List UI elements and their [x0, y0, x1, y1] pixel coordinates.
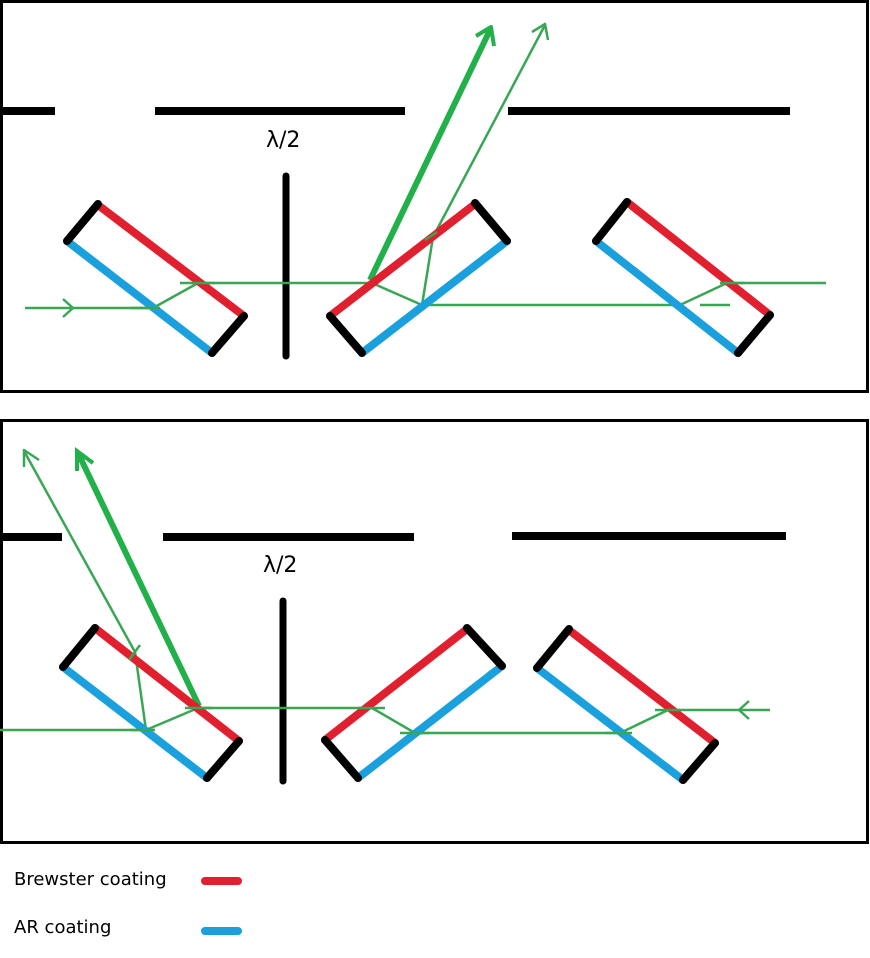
brewster-plate-3: [592, 198, 774, 357]
arrow-left-icon: [737, 700, 750, 720]
arrow-up-icon: [75, 447, 95, 471]
arrow-up-icon: [531, 22, 550, 41]
beam-segment: [0, 706, 770, 735]
arrow-up-icon: [474, 25, 496, 47]
legend-label-brewster: Brewster coating: [14, 869, 167, 890]
beam-segment: [25, 281, 372, 310]
arrow-up-icon: [22, 448, 40, 467]
beam-overlay-top: [130, 230, 745, 310]
reflected-beam-strong-top: [367, 25, 496, 282]
brewster-plate-2: [326, 199, 511, 357]
waveplate-label-top: λ/2: [266, 128, 300, 153]
brewster-plate-a: [59, 624, 243, 782]
panel-bottom: [0, 419, 869, 844]
waveplate-label-text: λ/2: [263, 553, 298, 578]
beam-overlay-bottom: [127, 644, 680, 735]
panel-bottom-frame: [0, 419, 869, 844]
legend-label-ar: AR coating: [14, 917, 112, 938]
arrow-right-icon: [62, 298, 75, 318]
panel-top-frame: [0, 0, 869, 393]
reflected-beam-strong-bottom: [75, 447, 202, 708]
apertures-bottom: [0, 532, 786, 541]
brewster-plate-1: [63, 200, 248, 357]
waveplate-label-text: λ/2: [266, 128, 301, 153]
panel-top: [0, 0, 869, 393]
waveplate-label-bottom: λ/2: [263, 553, 297, 578]
brewster-plate-b: [321, 624, 506, 782]
brewster-plate-c: [533, 625, 719, 784]
